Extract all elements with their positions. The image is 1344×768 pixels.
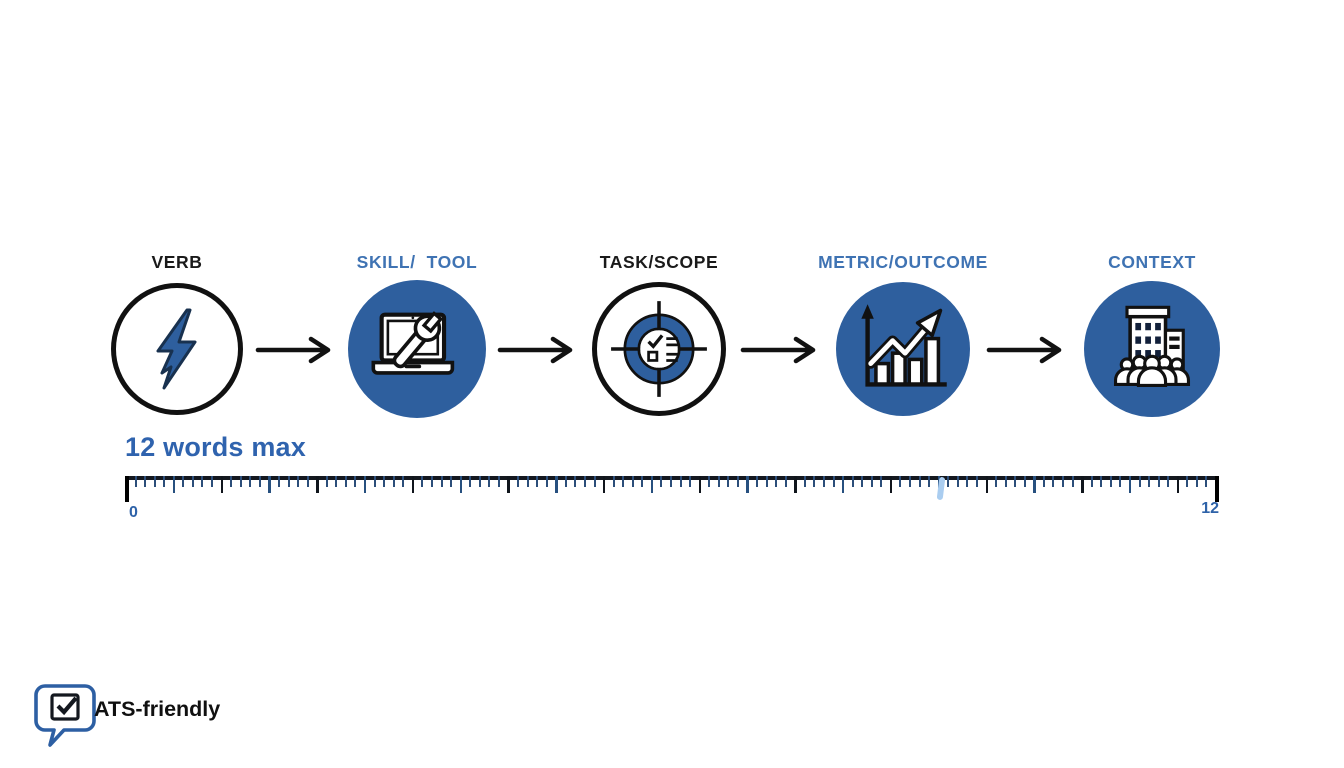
arrow-right-icon xyxy=(740,336,816,364)
step-label-task-scope: TASK/SCOPE xyxy=(599,252,719,272)
ruler-max-label: 12 xyxy=(1201,500,1219,517)
step-circle-metric-outcome xyxy=(836,282,970,416)
arrow-right-icon xyxy=(255,336,331,364)
ruler-min-label: 0 xyxy=(129,504,138,521)
step-circle-task-scope xyxy=(592,282,726,416)
ruler-cursor-artifact xyxy=(936,476,946,501)
step-circle-verb xyxy=(111,283,243,415)
laptop-wrench-icon xyxy=(371,311,455,375)
lightning-bolt-icon xyxy=(156,308,197,390)
step-label-skill-tool: SKILL/ TOOL xyxy=(356,252,478,272)
arrow-right-icon xyxy=(986,336,1062,364)
step-label-metric-outcome: METRIC/OUTCOME xyxy=(818,252,988,272)
growth-chart-icon xyxy=(861,304,947,387)
word-count-ruler: 0 12 xyxy=(125,476,1219,522)
arrow-right-icon xyxy=(497,336,573,364)
step-circle-context xyxy=(1084,281,1220,417)
target-checklist-icon xyxy=(611,301,707,397)
ruler-heading: 12 words max xyxy=(125,432,306,462)
ats-friendly-label: ATS-friendly xyxy=(94,697,221,721)
step-circle-skill-tool xyxy=(348,280,486,418)
step-label-verb: VERB xyxy=(151,252,203,272)
organization-people-icon xyxy=(1113,305,1191,388)
step-label-context: CONTEXT xyxy=(1108,252,1196,272)
speech-bubble-checkbox-icon xyxy=(34,684,96,747)
ats-friendly-badge: ATS-friendly xyxy=(28,680,328,760)
